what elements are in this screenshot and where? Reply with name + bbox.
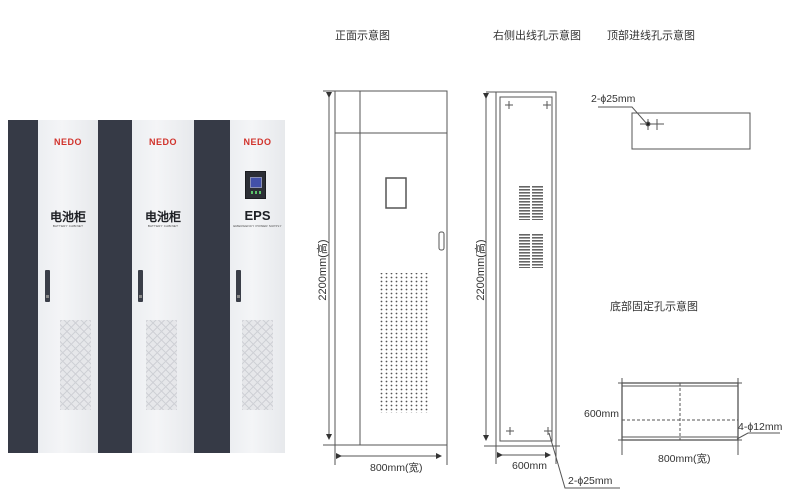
side-panel: [98, 120, 132, 453]
cabinet-door: NEDO EPS EMERGENCY POWER SUPPLY: [230, 120, 285, 453]
side-view-caption: 右侧出线孔示意图: [493, 29, 581, 42]
bottom-hole-label: 4-ϕ12mm: [738, 421, 783, 433]
door-handle-icon: [45, 270, 50, 302]
side-height-label: 2200mm(高): [475, 239, 487, 301]
vent-grill: [242, 320, 273, 410]
top-view-drawing: [598, 106, 751, 150]
front-view-caption: 正面示意图: [335, 29, 390, 42]
lcd-panel: [250, 177, 262, 188]
brand-logo: NEDO: [53, 137, 82, 147]
bottom-view-drawing: [618, 378, 780, 455]
side-view-drawing: [483, 91, 620, 489]
eps-cabinet: NEDO EPS EMERGENCY POWER SUPPLY: [194, 120, 285, 453]
top-view-caption: 顶部进线孔示意图: [607, 29, 695, 42]
side-hole-label: 2-ϕ25mm: [568, 475, 613, 487]
hole-marker-icon: [505, 101, 552, 435]
cabinet-title: 电池柜: [144, 210, 181, 224]
front-height-label: 2200mm(高): [317, 239, 329, 301]
cabinet-subtitle: BATTERY CABINET: [52, 224, 84, 228]
side-panel: [194, 120, 230, 453]
top-hole-label: 2-ϕ25mm: [591, 93, 636, 105]
bottom-depth-label: 600mm: [584, 408, 620, 420]
front-width-label: 800mm(宽): [370, 462, 423, 474]
cabinet-subtitle: BATTERY CABINET: [147, 224, 179, 228]
side-depth-label: 600mm: [512, 460, 548, 472]
vent-grill: [146, 320, 177, 410]
cabinet-title: 电池柜: [49, 210, 86, 224]
display-screen-icon: [245, 171, 266, 199]
battery-cabinet-1: NEDO 电池柜 BATTERY CABINET: [8, 120, 98, 453]
cabinet-subtitle: EMERGENCY POWER SUPPLY: [233, 224, 282, 228]
brand-logo: NEDO: [243, 137, 272, 147]
indicator-leds-icon: [251, 191, 261, 194]
cabinet-title: EPS: [244, 208, 271, 223]
vent-grill: [60, 320, 91, 410]
bottom-width-label: 800mm(宽): [658, 453, 711, 465]
side-panel: [8, 120, 38, 453]
brand-logo: NEDO: [148, 137, 177, 147]
cabinet-door: NEDO 电池柜 BATTERY CABINET: [132, 120, 194, 453]
door-handle-icon: [138, 270, 143, 302]
battery-cabinet-2: NEDO 电池柜 BATTERY CABINET: [98, 120, 194, 453]
door-handle-icon: [236, 270, 241, 302]
front-view-drawing: [323, 90, 448, 465]
cabinet-door: NEDO 电池柜 BATTERY CABINET: [38, 120, 98, 453]
bottom-view-caption: 底部固定孔示意图: [610, 300, 698, 313]
